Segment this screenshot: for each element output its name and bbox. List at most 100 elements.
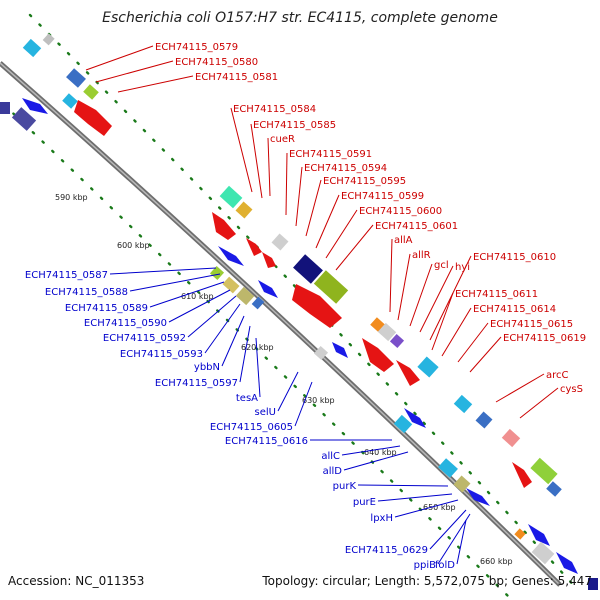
gene-name: cueR — [270, 134, 295, 145]
gene-name: folD — [435, 560, 455, 571]
forward-gene-label[interactable]: allR — [397, 250, 431, 321]
reverse-gene-label[interactable]: ybbN — [194, 315, 245, 373]
leader-line — [250, 123, 263, 199]
reverse-gene-label[interactable]: ECH74115_0593 — [120, 303, 241, 360]
reverse-gene-label[interactable]: ECH74115_0589 — [65, 281, 225, 314]
reverse-gene-label[interactable]: purE — [353, 493, 453, 508]
leader-line — [429, 509, 467, 550]
reverse-gene-label[interactable]: lpxH — [370, 499, 459, 524]
leader-line — [277, 371, 299, 412]
forward-feature — [313, 270, 349, 304]
forward-gene-label[interactable]: ECH74115_0579 — [85, 42, 238, 71]
reverse-gene-label[interactable]: allC — [321, 445, 401, 462]
forward-feature — [530, 457, 558, 485]
forward-feature-blocks — [22, 33, 562, 497]
forward-gene-label[interactable]: ECH74115_0584 — [230, 104, 316, 193]
gene-name: hyi — [455, 262, 470, 273]
forward-gene-label[interactable]: hyi — [419, 262, 470, 333]
reverse-gene-labels: ECH74115_0587ECH74115_0588ECH74115_0589E… — [25, 267, 471, 571]
reverse-gene-label[interactable]: ECH74115_0616 — [225, 436, 392, 447]
forward-gene-labels: ECH74115_0579ECH74115_0580ECH74115_0581E… — [85, 42, 586, 419]
reverse-feature — [235, 286, 255, 306]
scale-mark-label: 610 kbp — [181, 292, 214, 301]
forward-gene-label[interactable]: ECH74115_0611 — [431, 289, 538, 351]
forward-gene-label[interactable]: ECH74115_0601 — [335, 221, 458, 271]
reverse-gene-label[interactable]: selU — [255, 371, 299, 418]
forward-gene-label[interactable]: cysS — [519, 384, 583, 419]
outer-dotted-guide — [28, 13, 580, 592]
reverse-gene-label[interactable]: ECH74115_0597 — [155, 325, 251, 389]
leader-line — [325, 209, 358, 259]
leader-line — [204, 303, 241, 354]
forward-arrow — [292, 284, 342, 328]
forward-gene-label[interactable]: ECH74115_0619 — [469, 333, 586, 373]
scale-mark-label: 660 kbp — [480, 557, 513, 566]
forward-feature — [377, 322, 397, 342]
gene-name: ppiB — [414, 560, 436, 571]
gene-name: ECH74115_0610 — [473, 252, 556, 263]
forward-feature — [219, 185, 243, 209]
forward-gene-label[interactable]: cueR — [267, 134, 295, 197]
forward-feature — [417, 356, 439, 378]
reverse-gene-label[interactable]: folD — [435, 519, 467, 571]
forward-gene-label[interactable]: ECH74115_0591 — [285, 149, 372, 216]
reverse-gene-label[interactable]: ECH74115_0590 — [84, 289, 231, 329]
reverse-arrow — [404, 408, 426, 428]
gene-name: ECH74115_0591 — [289, 149, 372, 160]
gene-name: tesA — [236, 393, 258, 404]
leader-line — [456, 519, 467, 565]
reverse-gene-label[interactable]: ECH74115_0605 — [210, 381, 313, 433]
leader-line — [305, 179, 322, 237]
forward-arrow — [262, 252, 276, 268]
reverse-gene-label[interactable]: ECH74115_0592 — [103, 295, 237, 344]
reverse-gene-label[interactable]: tesA — [236, 337, 261, 404]
reverse-feature — [393, 414, 413, 434]
forward-gene-label[interactable]: ECH74115_0585 — [250, 120, 336, 199]
leader-line — [230, 107, 253, 193]
gene-name: ECH74115_0600 — [359, 206, 442, 217]
leader-line — [335, 224, 374, 271]
forward-gene-label[interactable]: ECH74115_0615 — [457, 319, 573, 363]
leader-line — [315, 194, 340, 249]
forward-gene-label[interactable]: ECH74115_0600 — [325, 206, 442, 259]
gene-name: purK — [333, 481, 357, 492]
reverse-gene-label[interactable]: ECH74115_0629 — [345, 509, 467, 556]
forward-gene-label[interactable]: ECH74115_0581 — [117, 72, 278, 93]
leader-line — [295, 166, 303, 227]
gene-name: ECH74115_0587 — [25, 270, 108, 281]
leader-line — [341, 445, 401, 456]
gene-name: ECH74115_0619 — [503, 333, 586, 344]
forward-gene-label[interactable]: allA — [389, 235, 413, 313]
reverse-arrow — [332, 342, 348, 358]
forward-feature — [389, 333, 405, 349]
reverse-feature — [251, 296, 265, 310]
forward-gene-label[interactable]: ECH74115_0595 — [305, 176, 406, 237]
leader-line — [267, 137, 271, 197]
gene-name: ECH74115_0611 — [455, 289, 538, 300]
forward-gene-label[interactable]: ECH74115_0594 — [295, 163, 387, 227]
gene-name: ECH74115_0592 — [103, 333, 186, 344]
leader-line — [285, 152, 288, 216]
forward-gene-label[interactable]: ECH74115_0599 — [315, 191, 424, 249]
reverse-gene-label[interactable]: allD — [323, 451, 409, 477]
reverse-gene-label[interactable]: ECH74115_0588 — [45, 273, 221, 298]
reverse-gene-label[interactable]: ppiB — [414, 513, 471, 571]
reverse-arrow — [22, 98, 48, 114]
reverse-gene-label[interactable]: purK — [333, 481, 449, 492]
forward-arrow — [362, 338, 394, 372]
reverse-feature-blocks — [0, 93, 598, 590]
gene-name: ECH74115_0593 — [120, 349, 203, 360]
forward-gene-label[interactable]: ECH74115_0610 — [429, 252, 556, 341]
gene-name: ECH74115_0616 — [225, 436, 308, 447]
leader-line — [495, 373, 545, 403]
leader-line — [187, 295, 237, 338]
gene-name: selU — [255, 407, 276, 418]
forward-gene-label[interactable]: gcl — [409, 260, 449, 327]
forward-feature — [42, 33, 55, 46]
reverse-gene-label[interactable]: ECH74115_0587 — [25, 267, 217, 281]
forward-gene-label[interactable]: ECH74115_0580 — [95, 57, 258, 83]
scale-mark-label: 590 kbp — [55, 193, 88, 202]
forward-gene-label[interactable]: arcC — [495, 370, 569, 403]
forward-gene-label[interactable]: ECH74115_0614 — [441, 304, 556, 357]
